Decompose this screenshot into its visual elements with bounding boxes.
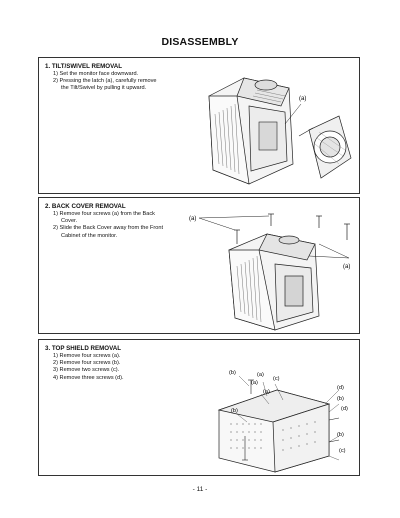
back-cover-diagram: (a) (a) bbox=[189, 213, 350, 331]
section-title: 2. BACK COVER REMOVAL bbox=[45, 203, 126, 210]
callout-label: (b) bbox=[229, 370, 236, 376]
callout-label: (b) bbox=[337, 432, 344, 438]
step-list: 1) Remove four screws (a) from the Back … bbox=[53, 211, 163, 240]
callout-label: (d) bbox=[341, 406, 348, 412]
step-item: the Tilt/Swivel by pulling it upward. bbox=[61, 85, 147, 92]
callout-label: (b) bbox=[231, 408, 238, 414]
step-item: 1) Set the monitor face downward. bbox=[53, 71, 139, 77]
callout-label: (a) bbox=[189, 216, 196, 222]
step-item: 2) Pressing the latch (a), carefully rem… bbox=[53, 78, 157, 85]
callout-label: (a) bbox=[263, 389, 270, 395]
section-back-cover-removal: 2. BACK COVER REMOVAL 1) Remove four scr… bbox=[38, 197, 360, 334]
step-item: 2) Slide the Back Cover away from the Fr… bbox=[53, 225, 164, 232]
top-shield-diagram: (b) (a) (c) (a) (a) (d) (b) (d) (b) (b) … bbox=[217, 370, 348, 473]
section-top-shield-removal: 3. TOP SHIELD REMOVAL 1) Remove four scr… bbox=[38, 339, 360, 476]
tilt-swivel-diagram: (a) bbox=[208, 77, 352, 185]
callout-label: (a) bbox=[343, 264, 350, 270]
page-title: DISASSEMBLY bbox=[161, 36, 239, 48]
step-list: 1) Set the monitor face downward. 2) Pre… bbox=[53, 71, 157, 93]
step-item: 2) Remove four screws (b). bbox=[53, 360, 121, 367]
callout-label: (c) bbox=[339, 448, 346, 454]
step-item: Cabinet of the monitor. bbox=[61, 232, 118, 239]
callout-label: (c) bbox=[273, 376, 280, 382]
page-number: - 11 - bbox=[192, 486, 208, 493]
step-item: 1) Remove four screws (a). bbox=[53, 353, 121, 359]
step-item: 3) Remove two screws (c). bbox=[53, 367, 120, 374]
section-title: 3. TOP SHIELD REMOVAL bbox=[45, 345, 121, 352]
callout-label: (a) bbox=[251, 380, 258, 386]
step-item: Cover. bbox=[61, 218, 78, 225]
step-item: 1) Remove four screws (a) from the Back bbox=[53, 211, 155, 217]
callout-label: (a) bbox=[257, 372, 264, 378]
callout-label: (d) bbox=[337, 385, 344, 391]
section-title: 1. TILT/SWIVEL REMOVAL bbox=[45, 63, 123, 70]
section-tilt-swivel-removal: 1. TILT/SWIVEL REMOVAL 1) Set the monito… bbox=[38, 57, 360, 194]
step-item: 4) Remove three screws (d). bbox=[53, 374, 124, 381]
step-list: 1) Remove four screws (a). 2) Remove fou… bbox=[53, 353, 124, 382]
callout-label: (a) bbox=[299, 96, 306, 102]
callout-label: (b) bbox=[337, 396, 344, 402]
